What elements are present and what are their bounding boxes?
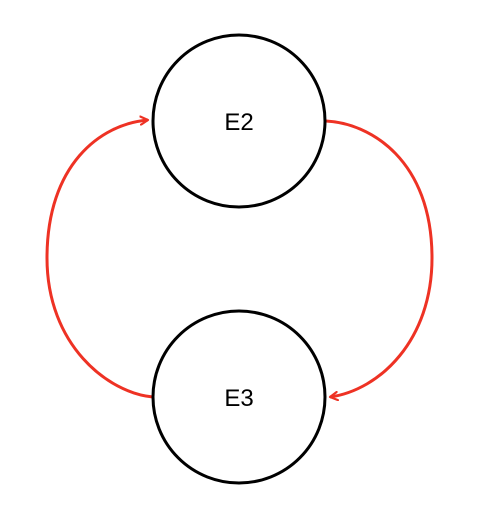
node-e2-label: E2 [224, 109, 253, 136]
node-e3[interactable]: E3 [151, 309, 327, 485]
node-e2-circle [151, 33, 327, 209]
node-e2[interactable]: E2 [151, 33, 327, 209]
edge-e2-to-e3 [325, 119, 434, 397]
edge-e3-to-e2 [45, 120, 154, 399]
node-e3-label: E3 [224, 385, 253, 412]
node-e3-circle [151, 309, 327, 485]
